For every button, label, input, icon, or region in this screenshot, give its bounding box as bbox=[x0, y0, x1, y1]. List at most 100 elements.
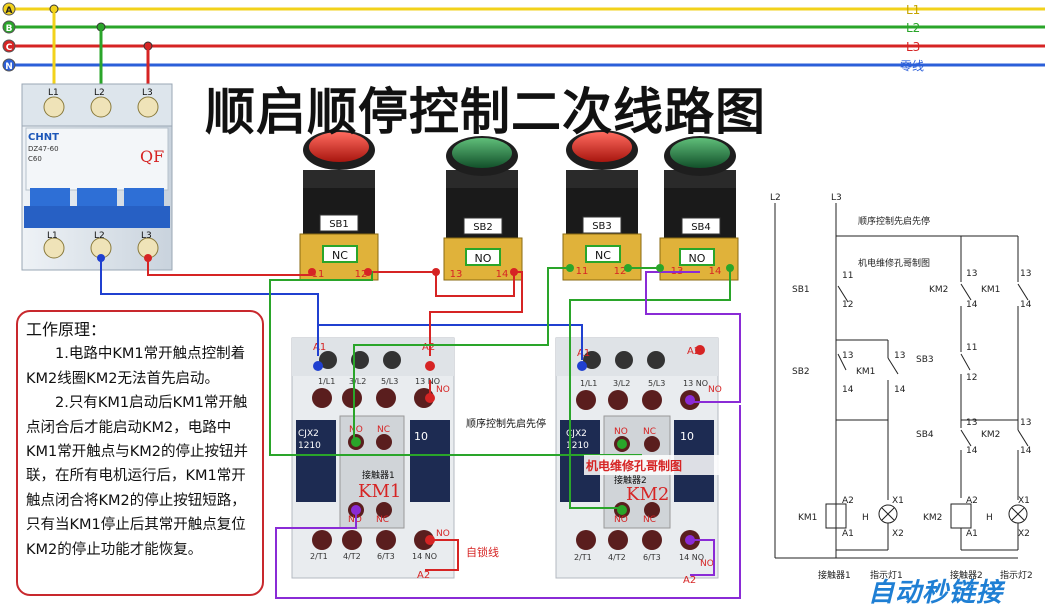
middle-note: 顺序控制先启先停 bbox=[466, 417, 546, 430]
explanation-paragraph-2: 2.只有KM1启动后KM1常开触点闭合后才能启动KM2，电路中KM1常开触点与K… bbox=[26, 395, 248, 558]
km1-no-13: NO bbox=[436, 385, 450, 395]
sch-h2: H bbox=[986, 513, 993, 523]
line-label-l3: L3 bbox=[906, 40, 920, 54]
sch-bottom-2: 指示灯1 bbox=[870, 569, 903, 581]
watermark-logo: 自动秒链接 bbox=[868, 578, 1004, 608]
km1-bot-3: 6/T3 bbox=[377, 552, 395, 561]
breaker-rating: C60 bbox=[28, 155, 42, 163]
line-label-l1: L1 bbox=[906, 3, 920, 17]
sch-bottom-1: 接触器1 bbox=[818, 569, 851, 581]
km1-aux-top: 10 bbox=[414, 430, 428, 443]
km2-bot-4: 14 NO bbox=[679, 553, 704, 562]
push-button-sb2: SB2 NO 13 14 bbox=[443, 136, 523, 281]
phase-label-b: B bbox=[6, 24, 13, 34]
push-button-sb3: SB3 NC 11 12 bbox=[562, 130, 642, 281]
sch-x1-2: X1 bbox=[1018, 496, 1030, 506]
km1-model-bottom: 1210 bbox=[298, 441, 321, 451]
sb1-t1: 11 bbox=[312, 269, 325, 280]
sch-n11-b: 11 bbox=[966, 343, 977, 353]
breaker-top-l3: L3 bbox=[142, 88, 153, 98]
sch-a2-2: A2 bbox=[966, 496, 978, 506]
sch-n11-a: 11 bbox=[842, 271, 853, 281]
sch-km1-coil: KM1 bbox=[798, 513, 817, 523]
rail-right: L3 bbox=[831, 193, 842, 203]
km1-name: KM1 bbox=[358, 481, 401, 502]
sch-n14-c: 14 bbox=[966, 300, 978, 310]
km2-model-top: CJX2 bbox=[566, 429, 587, 439]
sb4-t2: 14 bbox=[709, 266, 722, 277]
km2-top-2: 3/L2 bbox=[613, 379, 630, 388]
km2-top-1: 1/L1 bbox=[580, 379, 597, 388]
sch-x2-2: X2 bbox=[1018, 529, 1030, 539]
sch-n12-b: 12 bbox=[966, 373, 977, 383]
km2-no-14: NO bbox=[700, 559, 714, 569]
red-caption: 机电维修孔哥制图 bbox=[586, 458, 682, 473]
breaker-top-l2: L2 bbox=[94, 88, 105, 98]
km1-top-2: 3/L2 bbox=[349, 377, 366, 386]
sb4-label: SB4 bbox=[691, 222, 711, 233]
km1-no-top: NO bbox=[349, 425, 363, 435]
km1-a1: A1 bbox=[313, 342, 326, 353]
sb2-label: SB2 bbox=[473, 222, 493, 233]
sch-n13-c: 13 bbox=[966, 269, 977, 279]
sch-a1-1: A1 bbox=[842, 529, 854, 539]
sch-bottom-4: 指示灯2 bbox=[1000, 569, 1033, 581]
km1-nc-top: NC bbox=[377, 425, 390, 435]
sb4-contact: NO bbox=[689, 252, 706, 265]
km2-aux-top: 10 bbox=[680, 430, 694, 443]
km1-nc-bottom: NC bbox=[376, 515, 389, 525]
breaker-qf-label: QF bbox=[140, 147, 164, 166]
ladder-schematic bbox=[774, 203, 1029, 559]
km1-bot-1: 2/T1 bbox=[310, 552, 328, 561]
km2-name: KM2 bbox=[626, 484, 669, 505]
sch-n13-a: 13 bbox=[842, 351, 853, 361]
push-button-sb1: SB1 NC 11 12 bbox=[299, 130, 379, 281]
explanation-paragraph-1: 1.电路中KM1常开触点控制着KM2线圈KM2无法首先启动。 bbox=[26, 346, 246, 387]
km2-a1: A1 bbox=[577, 348, 590, 359]
km1-top-4: 13 NO bbox=[415, 377, 440, 386]
sch-n13-f: 13 bbox=[1020, 418, 1031, 428]
line-label-l2: L2 bbox=[906, 21, 920, 35]
sch-n13-b: 13 bbox=[894, 351, 905, 361]
sb1-t2: 12 bbox=[355, 269, 368, 280]
sch-km2-contact-a: KM2 bbox=[929, 285, 948, 295]
km2-a2-bottom: A2 bbox=[683, 575, 696, 586]
km1-a2-bottom: A2 bbox=[417, 570, 430, 581]
km1-model-top: CJX2 bbox=[298, 429, 319, 439]
rail-left: L2 bbox=[770, 193, 781, 203]
sch-km2-contact-b: KM2 bbox=[981, 430, 1000, 440]
km1-bot-2: 4/T2 bbox=[343, 552, 361, 561]
km1-no-bottom: NO bbox=[348, 515, 362, 525]
breaker-brand: CHNT bbox=[28, 132, 59, 143]
km2-bot-3: 6/T3 bbox=[643, 553, 661, 562]
sch-x2-1: X2 bbox=[892, 529, 904, 539]
phase-lines: A B C N L1 L2 L3 零线 bbox=[2, 2, 1045, 98]
breaker-bottom-l2: L2 bbox=[94, 231, 105, 241]
breaker-bottom-l3: L3 bbox=[141, 231, 152, 241]
sch-n13-d: 13 bbox=[1020, 269, 1031, 279]
km1-self-lock: 自锁线 bbox=[466, 545, 499, 559]
phase-label-c: C bbox=[6, 43, 13, 53]
km2-top-3: 5/L3 bbox=[648, 379, 665, 388]
sb3-contact: NC bbox=[595, 249, 611, 262]
sch-n14-d: 14 bbox=[1020, 300, 1032, 310]
explanation-heading: 工作原理： bbox=[26, 320, 107, 339]
km1-bot-4: 14 NO bbox=[412, 552, 437, 561]
push-button-sb4: SB4 NO 13 14 bbox=[659, 136, 739, 281]
schematic-title: 顺序控制先启先停 bbox=[858, 215, 930, 227]
sch-n14-f: 14 bbox=[1020, 446, 1032, 456]
schematic-subtitle: 机电维修孔哥制图 bbox=[858, 257, 930, 269]
sb1-contact: NC bbox=[332, 249, 348, 262]
sch-n14-e: 14 bbox=[966, 446, 978, 456]
km2-no-bottom: NO bbox=[614, 515, 628, 525]
sch-km1-contact-b: KM1 bbox=[981, 285, 1000, 295]
phase-label-n: N bbox=[5, 62, 13, 72]
sch-sb2: SB2 bbox=[792, 367, 810, 377]
sb1-label: SB1 bbox=[329, 219, 349, 230]
km2-model-bottom: 1210 bbox=[566, 441, 589, 451]
km2-caption: 接触器2 bbox=[614, 474, 647, 486]
sch-h1: H bbox=[862, 513, 869, 523]
sch-sb3: SB3 bbox=[916, 355, 934, 365]
sch-a1-2: A1 bbox=[966, 529, 978, 539]
